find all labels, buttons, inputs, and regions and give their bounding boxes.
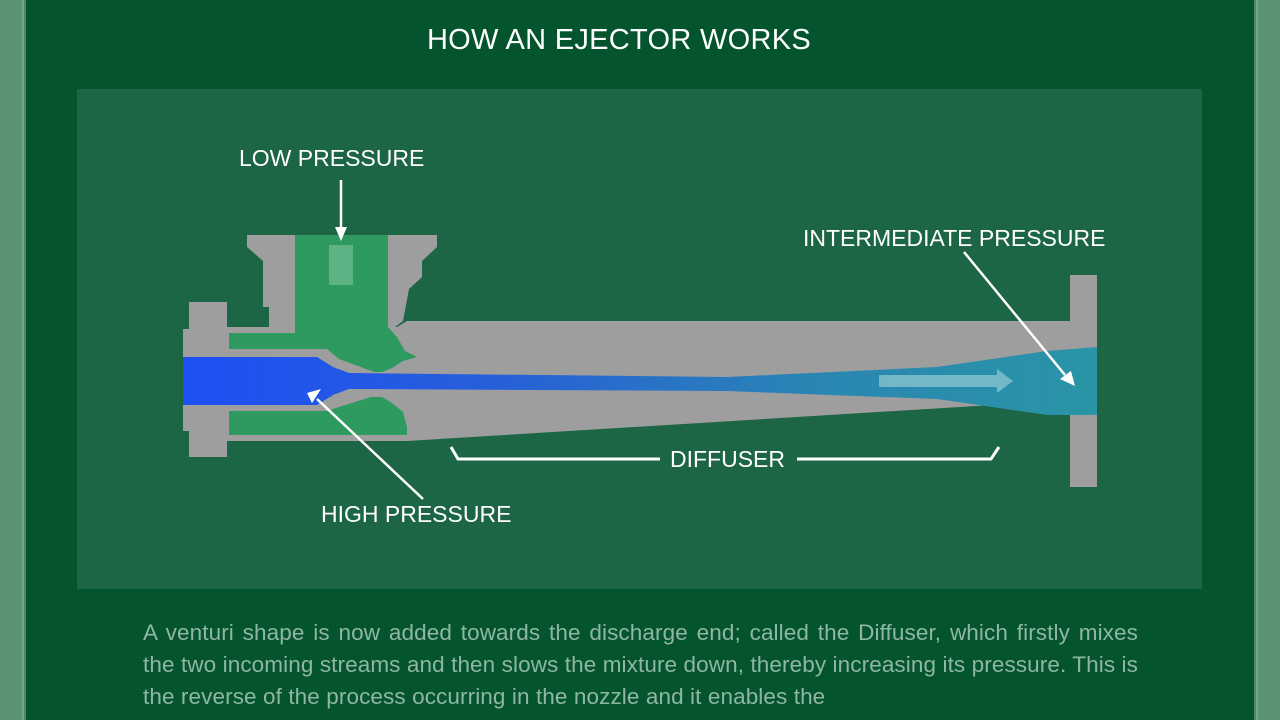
suction-flange-left <box>247 235 295 327</box>
label-high-pressure: HIGH PRESSURE <box>321 501 511 527</box>
flow-stream <box>183 347 1097 415</box>
ejector-diagram: LOW PRESSURE INTERMEDIATE PRESSURE HIGH … <box>183 145 1105 527</box>
suction-chamber <box>229 235 417 435</box>
arrow-high-pressure <box>307 389 424 500</box>
right-frame-edge <box>1256 0 1280 720</box>
arrow-intermediate-pressure <box>963 251 1075 386</box>
slide: HOW AN EJECTOR WORKS <box>26 0 1254 720</box>
nozzle-tip <box>229 349 377 411</box>
arrow-low-pressure <box>335 180 347 241</box>
label-diffuser: DIFFUSER <box>670 446 785 472</box>
suction-flow-indicator <box>329 245 353 285</box>
label-low-pressure: LOW PRESSURE <box>239 145 424 171</box>
label-intermediate-pressure: INTERMEDIATE PRESSURE <box>803 225 1105 251</box>
flow-arrow-icon <box>879 369 1013 393</box>
diagram-panel: LOW PRESSURE INTERMEDIATE PRESSURE HIGH … <box>77 89 1202 589</box>
left-frame-edge <box>0 0 24 720</box>
description-paragraph: A venturi shape is now added towards the… <box>143 620 1138 709</box>
slide-title: HOW AN EJECTOR WORKS <box>426 24 812 56</box>
suction-flange-right <box>388 235 437 327</box>
diffuser-bracket <box>449 446 1001 461</box>
